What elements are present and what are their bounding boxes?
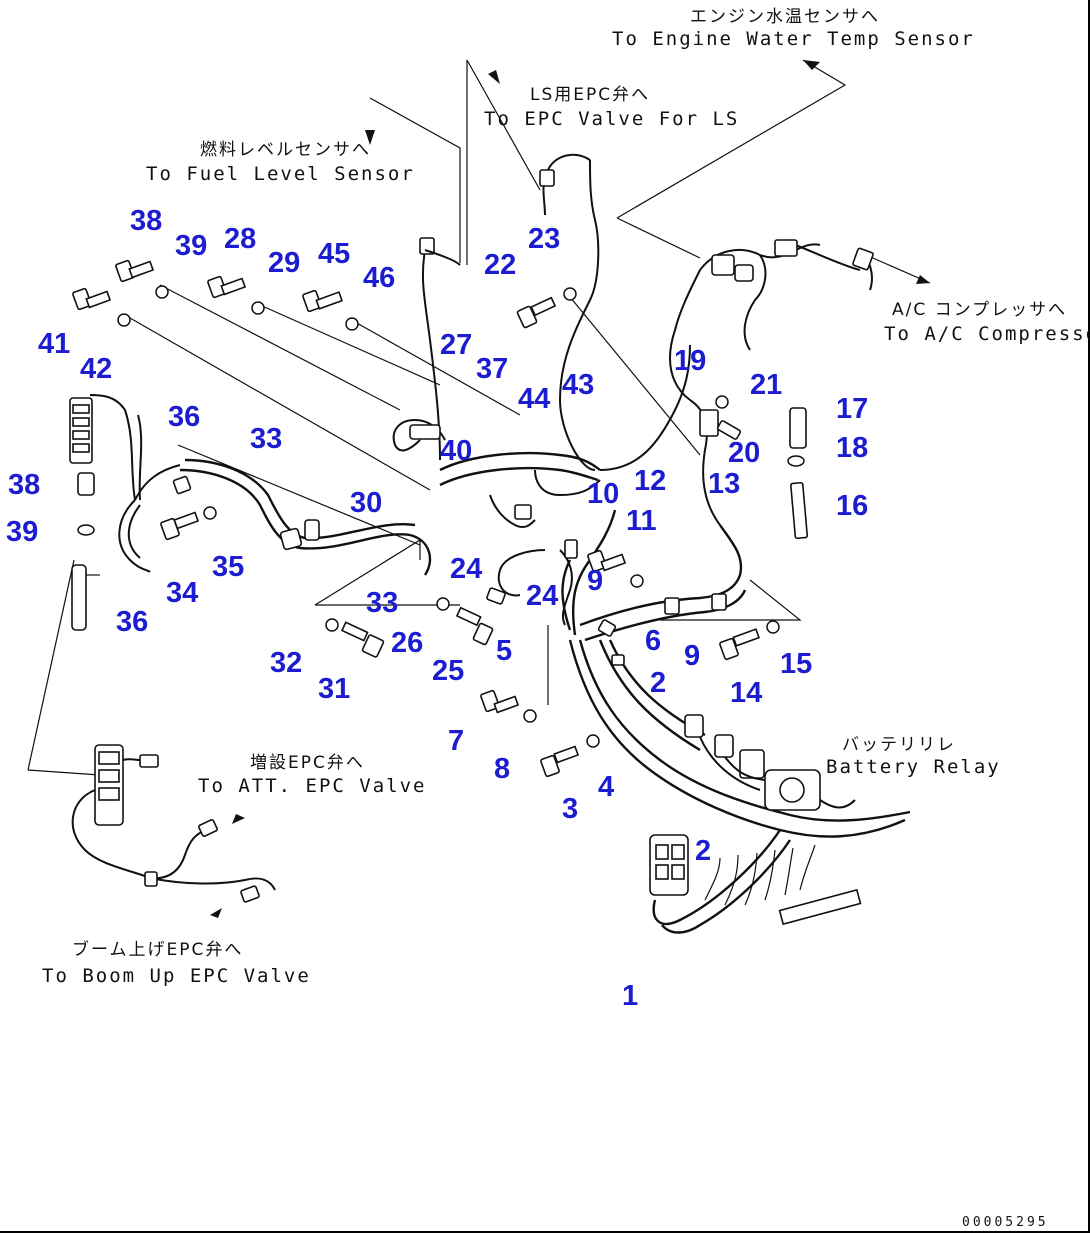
drawing-code: 00005295 [962,1215,1049,1230]
arrow-icon [803,60,820,70]
callout-3: 3 [562,793,578,825]
annotation-labels: エンジン水温センサへ To Engine Water Temp Sensor L… [42,7,1090,1230]
label-att-epc-en: To ATT. EPC Valve [198,775,426,797]
arrow-icon [210,908,222,918]
callout-18: 18 [836,432,868,464]
label-ac-comp-jp: A/C コンプレッサへ [892,300,1067,320]
callout-20: 20 [728,437,760,469]
callout-39: 39 [175,230,207,262]
callout-46: 46 [363,262,395,294]
bolt-14 [719,628,761,661]
callout-33: 33 [366,587,398,619]
callout-12: 12 [634,465,666,497]
callout-14: 14 [730,677,762,709]
label-ac-comp-en: To A/C Compressor [884,323,1090,345]
callout-25: 25 [432,655,464,687]
label-engine-water-jp: エンジン水温センサへ [690,7,880,27]
callout-36: 36 [168,401,200,433]
bolt-25 [455,606,494,646]
callout-35: 35 [212,551,244,583]
callout-10: 10 [587,478,619,510]
callout-44: 44 [518,383,550,415]
callout-16: 16 [836,490,868,522]
label-battery-relay-en: Battery Relay [826,756,1001,778]
direction-arrows [210,60,930,918]
callout-2: 2 [650,667,666,699]
callout-8: 8 [494,753,510,785]
bolt-22 [516,296,557,329]
callout-7: 7 [448,725,464,757]
callout-29: 29 [268,247,300,279]
callout-36: 36 [116,606,148,638]
callout-32: 32 [270,647,302,679]
label-engine-water-en: To Engine Water Temp Sensor [612,28,975,50]
arrow-icon [488,70,500,84]
callout-31: 31 [318,673,350,705]
callout-26: 26 [391,627,423,659]
bolt-31 [340,621,385,658]
callout-27: 27 [440,329,472,361]
arrow-icon [232,814,245,824]
callout-15: 15 [780,648,812,680]
callout-24: 24 [526,580,558,612]
bolt-34 [160,511,200,541]
callout-19: 19 [674,345,706,377]
callout-38: 38 [130,205,162,237]
leader-lines [27,59,931,776]
label-att-epc-jp: 増設EPC弁へ [250,753,365,773]
label-battery-relay-jp: バッテリリレ [842,735,956,755]
callout-1: 1 [622,980,638,1012]
bolt-9 [587,549,627,573]
callout-30: 30 [350,487,382,519]
label-ls-epc-en: To EPC Valve For LS [484,108,739,130]
label-fuel-level-en: To Fuel Level Sensor [146,163,415,185]
bolt-41 [72,287,112,311]
callout-37: 37 [476,353,508,385]
label-ls-epc-jp: LS用EPC弁へ [530,85,650,105]
callout-39: 39 [6,516,38,548]
callout-41: 41 [38,328,70,360]
arrow-icon [916,275,930,284]
callout-40: 40 [440,435,472,467]
label-fuel-level-jp: 燃料レベルセンサへ [200,140,371,160]
bolt-3 [540,745,580,778]
callout-43: 43 [562,369,594,401]
bolt-45 [302,289,344,313]
callout-numbers: 1 2 2 3 4 5 6 7 8 9 9 10 11 12 13 14 15 … [6,205,868,1012]
label-boom-up-en: To Boom Up EPC Valve [42,965,311,987]
label-boom-up-jp: ブーム上げEPC弁へ [72,939,243,960]
callout-23: 23 [528,223,560,255]
callout-38: 38 [8,469,40,501]
callout-33: 33 [250,423,282,455]
bolt-28 [207,275,247,299]
callout-5: 5 [496,635,512,667]
arrow-icon [365,130,375,145]
callout-6: 6 [645,625,661,657]
bolt-7 [480,689,520,714]
callout-28: 28 [224,223,256,255]
callout-45: 45 [318,238,350,270]
bolt-38-top [115,259,155,283]
callout-21: 21 [750,369,782,401]
fasteners [72,259,809,778]
main-harness [69,153,911,934]
callout-34: 34 [166,577,198,609]
callout-9: 9 [684,640,700,672]
callout-42: 42 [80,353,112,385]
callout-2: 2 [695,835,711,867]
callout-24: 24 [450,553,482,585]
callout-4: 4 [598,771,614,803]
callout-9: 9 [587,565,603,597]
callout-11: 11 [626,505,657,537]
callout-17: 17 [836,393,868,425]
callout-13: 13 [708,468,740,500]
callout-22: 22 [484,249,516,281]
